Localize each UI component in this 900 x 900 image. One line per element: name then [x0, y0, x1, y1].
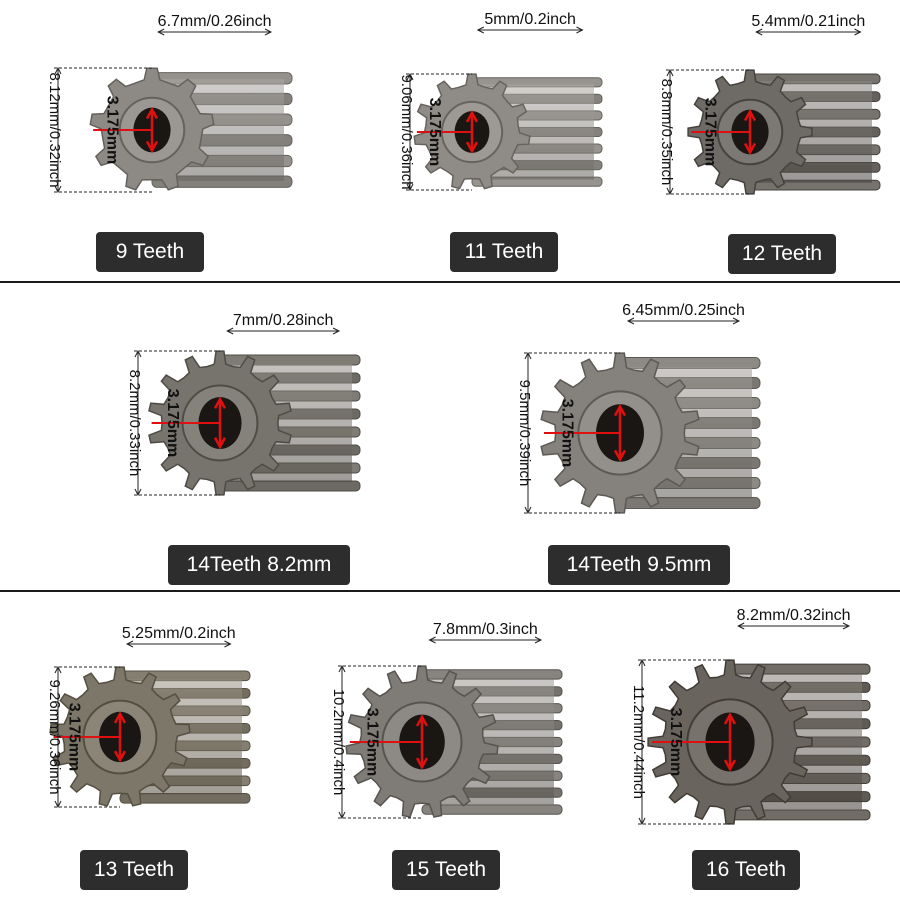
width-dimension: [428, 636, 543, 644]
gear-illustration: 3.175mm 8.2mm/0.32inch 11.2mm/0.44inch: [630, 607, 871, 826]
width-dimension: [755, 28, 862, 36]
gear-illustration: 3.175mm 6.7mm/0.26inch 8.12mm/0.32inch: [46, 13, 293, 194]
width-dimension-text: 5.4mm/0.21inch: [751, 13, 865, 30]
gear-cell-9-teeth: 3.175mm 6.7mm/0.26inch 8.12mm/0.32inch 9 Te…: [0, 0, 300, 280]
gear-cell-14-teeth-8-2mm: 3.175mm 7mm/0.28inch 8.2mm/0.33inch 14Teeth…: [80, 283, 420, 588]
bore-diameter-arrow: [93, 106, 159, 154]
gear-side-tooth: [219, 354, 361, 366]
bore-diameter-arrow: [544, 404, 627, 462]
gear-cell-12-teeth: 3.175mm 5.4mm/0.21inch 8.8mm/0.35inch 12 Te…: [600, 0, 900, 280]
bore-diameter-arrow: [416, 110, 479, 154]
bore-diameter-arrow: [151, 396, 227, 450]
row-divider-2: [0, 590, 900, 592]
gear-side-tooth: [619, 357, 761, 369]
gear-illustration: 3.175mm 7.8mm/0.3inch 10.2mm/0.4inch: [330, 621, 563, 820]
gear-cell-11-teeth: 3.175mm 5mm/0.2inch 9.06mm/0.36inch 11 Teet…: [300, 0, 603, 280]
width-dimension-text: 7mm/0.28inch: [233, 312, 334, 329]
height-dimension-text: 8.8mm/0.35inch: [658, 79, 675, 186]
height-dimension: [638, 658, 730, 826]
gear-side-tooth: [619, 497, 761, 509]
gear-illustration: 3.175mm 5.4mm/0.21inch 8.8mm/0.35inch: [658, 13, 881, 196]
gear-side-tooth: [729, 663, 871, 675]
gear-illustration: 3.175mm 7mm/0.28inch 8.2mm/0.33inch: [126, 312, 361, 497]
width-dimension-text: 5mm/0.2inch: [484, 11, 576, 28]
width-dimension-text: 5.25mm/0.2inch: [122, 625, 236, 642]
bore-diameter-text: 3.175mm: [426, 98, 443, 167]
bore-diameter-arrow: [349, 714, 429, 770]
height-dimension: [524, 351, 620, 515]
bore-diameter-text: 3.175mm: [103, 96, 120, 165]
gear-illustration: 3.175mm 5.25mm/0.2inch 9.26mm/0.36inch: [46, 625, 251, 809]
height-dimension-text: 11.2mm/0.44inch: [630, 685, 647, 799]
gear-teeth-label: 14Teeth 8.2mm: [168, 545, 350, 585]
width-dimension: [476, 26, 584, 34]
gear-teeth-label: 13 Teeth: [80, 850, 188, 890]
gear-cell-13-teeth: 3.175mm 5.25mm/0.2inch 9.26mm/0.36inch 13 T…: [0, 592, 300, 900]
width-dimension: [125, 640, 232, 648]
gear-cell-14-teeth-9-5mm: 3.175mm 6.45mm/0.25inch 9.5mm/0.39inch 14Te…: [470, 283, 810, 588]
width-dimension-text: 8.2mm/0.32inch: [737, 607, 851, 624]
bore-diameter-arrow: [53, 711, 127, 763]
gear-illustration: 3.175mm 6.45mm/0.25inch 9.5mm/0.39inch: [516, 302, 761, 515]
height-dimension-text: 9.26mm/0.36inch: [46, 679, 63, 794]
width-dimension-text: 7.8mm/0.3inch: [433, 621, 538, 638]
width-dimension: [226, 327, 341, 335]
height-dimension-text: 10.2mm/0.4inch: [330, 689, 347, 796]
gear-cell-16-teeth: 3.175mm 8.2mm/0.32inch 11.2mm/0.44inch 16 T…: [600, 592, 900, 900]
gear-row-2: 3.175mm 7mm/0.28inch 8.2mm/0.33inch 14Teeth…: [0, 283, 900, 588]
bore-diameter-text: 3.175mm: [164, 389, 181, 458]
bore-diameter-text: 3.175mm: [701, 98, 718, 167]
gear-side-tooth: [421, 804, 563, 815]
gear-teeth-label: 12 Teeth: [728, 234, 836, 274]
row-divider-1: [0, 281, 900, 283]
gear-row-3: 3.175mm 5.25mm/0.2inch 9.26mm/0.36inch 13 T…: [0, 592, 900, 900]
bore-diameter-text: 3.175mm: [558, 399, 575, 468]
gear-teeth-label: 15 Teeth: [392, 850, 500, 890]
gear-teeth-label: 9 Teeth: [96, 232, 204, 272]
gear-side-tooth: [421, 669, 563, 680]
height-dimension: [134, 349, 220, 497]
height-dimension-text: 8.2mm/0.33inch: [126, 370, 143, 477]
height-dimension: [54, 665, 120, 809]
bore-diameter-text: 3.175mm: [667, 708, 684, 777]
height-dimension-text: 8.12mm/0.32inch: [46, 72, 63, 187]
height-dimension-text: 9.06mm/0.36inch: [398, 74, 415, 189]
bore-diameter-text: 3.175mm: [363, 708, 380, 777]
width-dimension: [737, 622, 851, 630]
gear-teeth-label: 14Teeth 9.5mm: [548, 545, 730, 585]
width-dimension: [626, 317, 741, 325]
width-dimension: [157, 28, 273, 36]
bore-diameter-arrow: [691, 108, 757, 156]
height-dimension: [406, 72, 472, 192]
width-dimension-text: 6.7mm/0.26inch: [158, 13, 272, 30]
bore-diameter-arrow: [652, 712, 737, 772]
gear-side-tooth: [119, 670, 251, 682]
bore-diameter-text: 3.175mm: [66, 703, 83, 772]
height-dimension: [54, 66, 152, 194]
height-dimension: [338, 664, 422, 820]
gear-teeth-label: 11 Teeth: [450, 232, 558, 272]
width-dimension-text: 6.45mm/0.25inch: [622, 302, 745, 319]
gear-cell-15-teeth: 3.175mm 7.8mm/0.3inch 10.2mm/0.4inch 15 Tee…: [300, 592, 600, 900]
gear-side-tooth: [729, 809, 871, 821]
gear-side-tooth: [219, 480, 361, 492]
height-dimension-text: 9.5mm/0.39inch: [516, 380, 533, 487]
height-dimension: [666, 68, 750, 196]
gear-teeth-label: 16 Teeth: [692, 850, 800, 890]
gear-illustration: 3.175mm 5mm/0.2inch 9.06mm/0.36inch: [398, 11, 603, 192]
gear-row-1: 3.175mm 6.7mm/0.26inch 8.12mm/0.32inch 9 Te…: [0, 0, 900, 280]
